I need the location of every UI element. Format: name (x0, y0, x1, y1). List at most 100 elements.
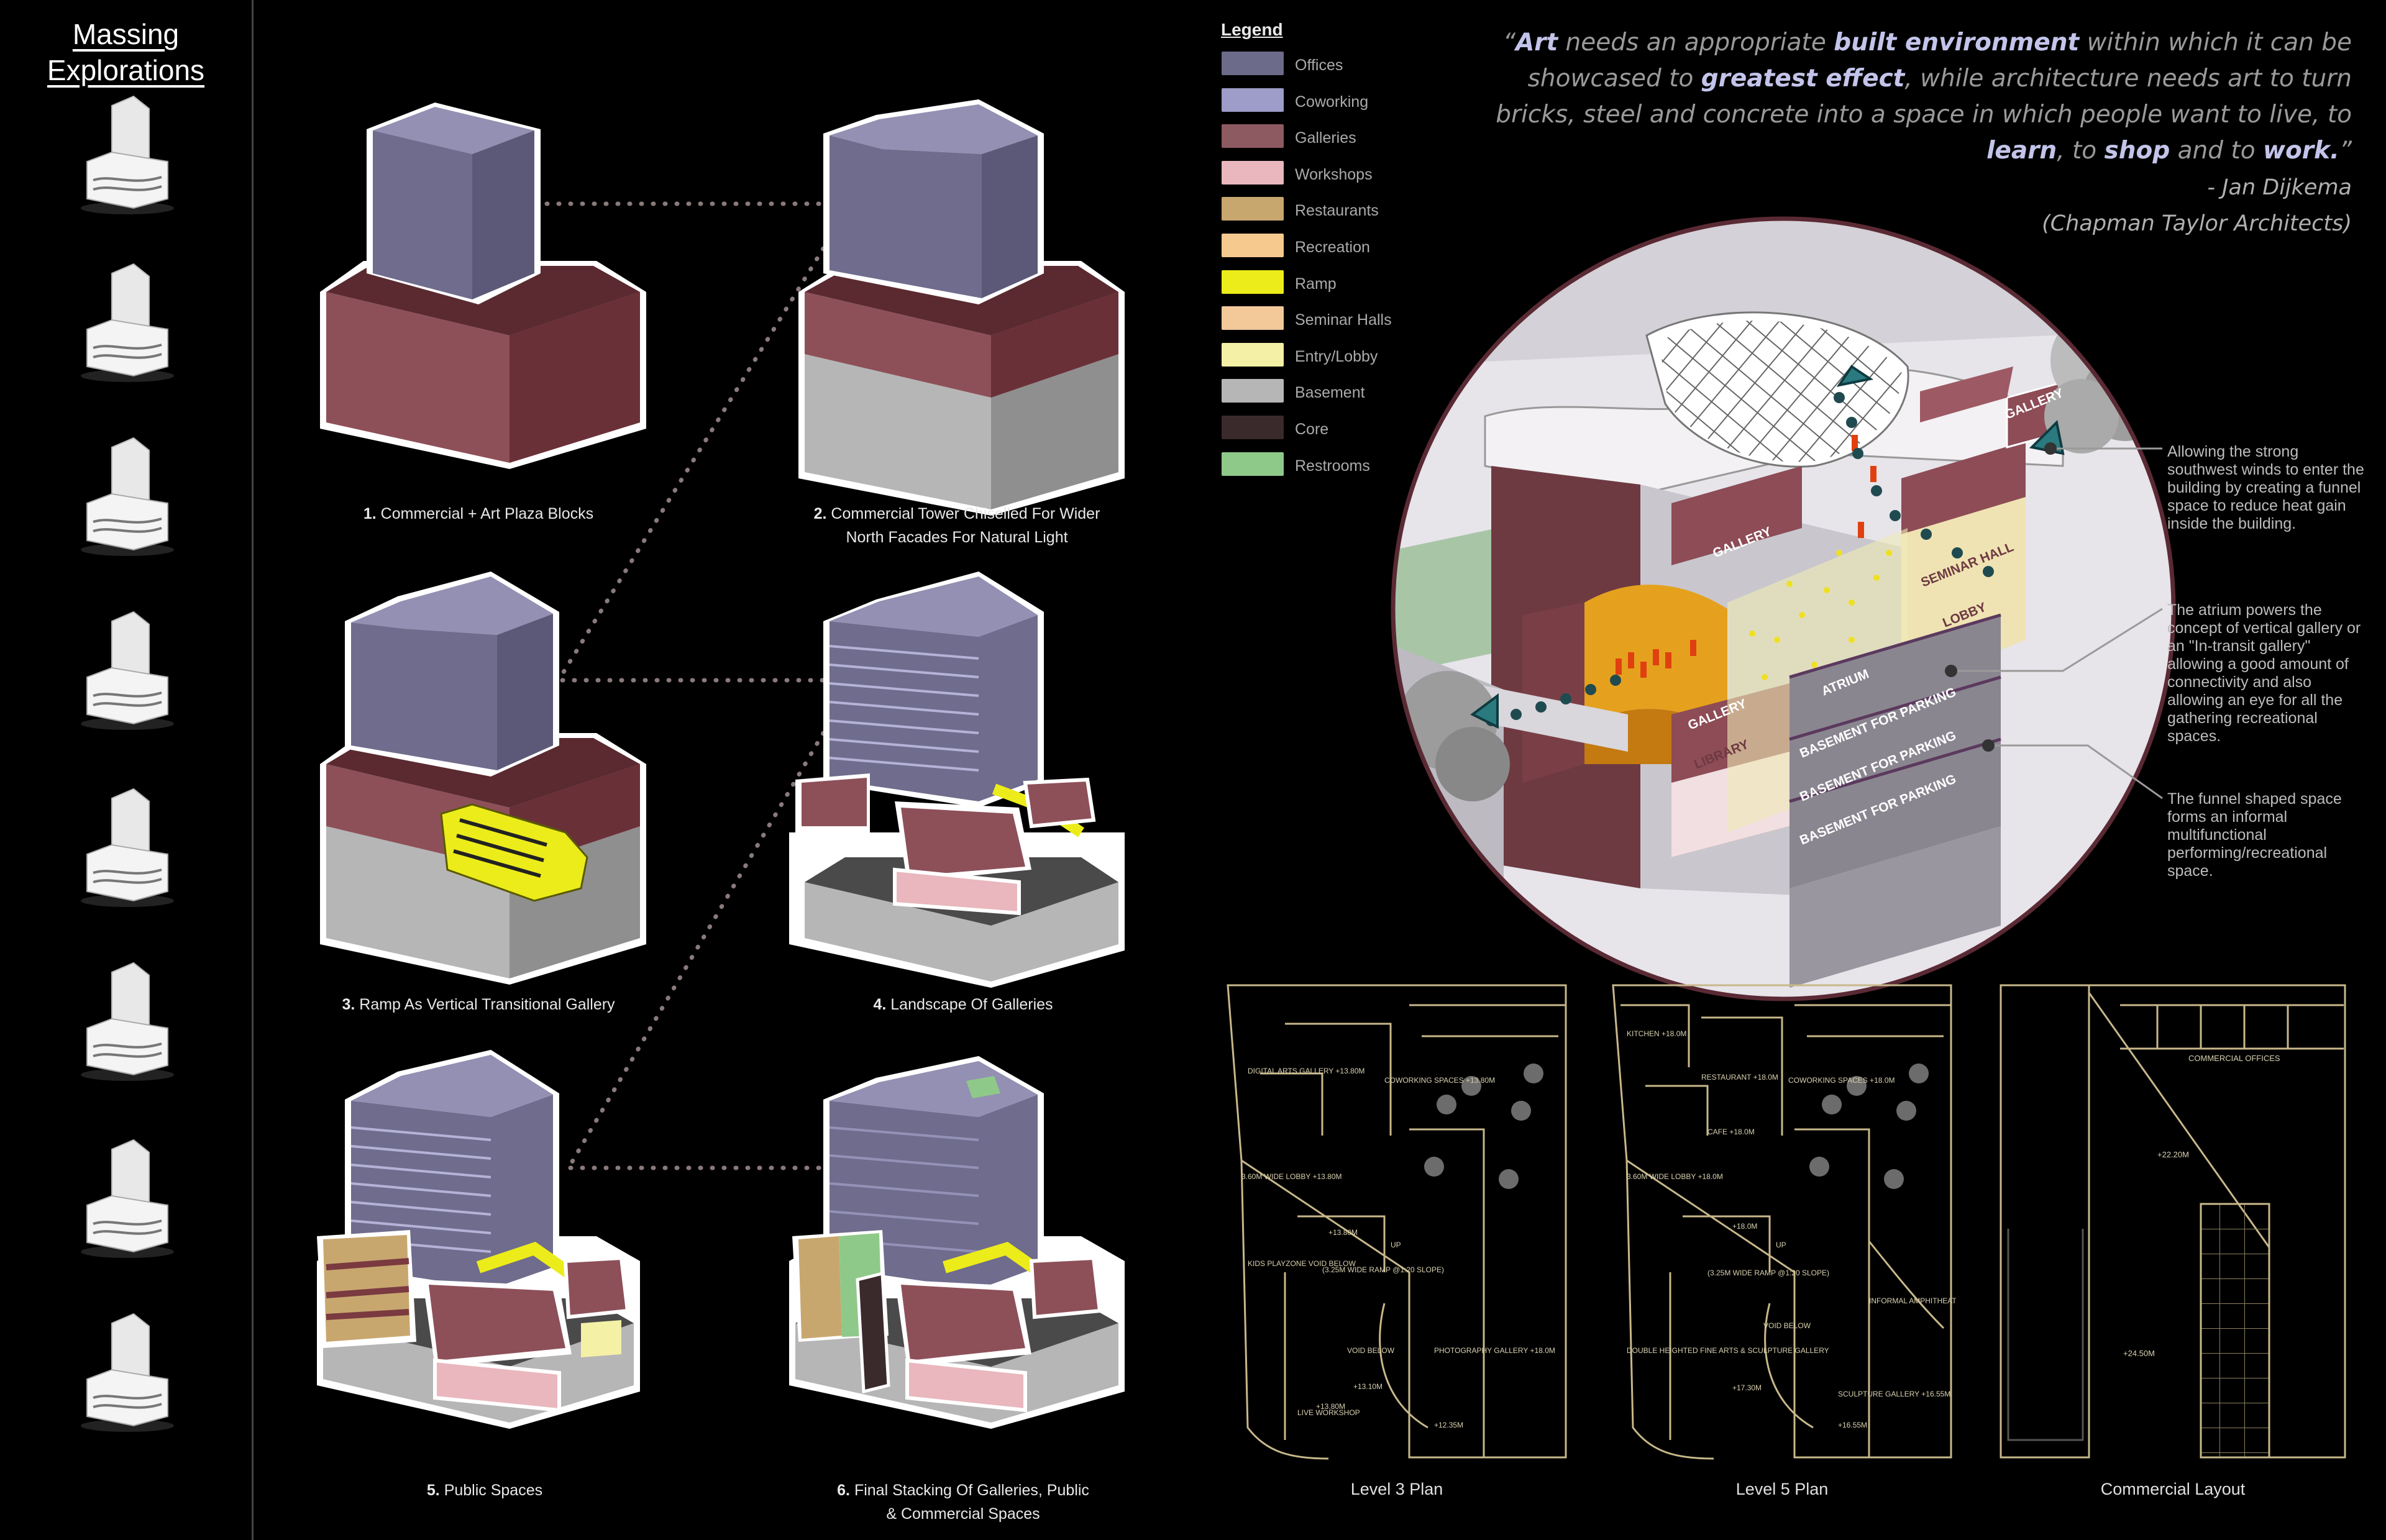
commercial-layout-caption: Commercial Layout (2100, 1480, 2246, 1498)
diagram-2-chiselled-tower (798, 99, 1125, 516)
floor-lines (829, 645, 979, 772)
legend-swatch (1222, 88, 1284, 112)
room-label: +18.0M (1732, 1222, 1757, 1231)
massing-title-line1: Massing (72, 18, 180, 50)
dotted-connectors (544, 201, 826, 1170)
plan-room-labels: KITCHEN +18.0M RESTAURANT +18.0M COWORKI… (1627, 1029, 1956, 1429)
room-label: COMMERCIAL OFFICES (2188, 1054, 2280, 1063)
quote-highlight-art: Art (1515, 29, 1558, 57)
room-label: DIGITAL ARTS GALLERY +13.80M (1248, 1067, 1364, 1075)
diagram-1-plaza-blocks (320, 103, 646, 469)
legend-label: Restrooms (1295, 457, 1370, 475)
legend-label: Ramp (1295, 275, 1337, 293)
room-label: PHOTOGRAPHY GALLERY +18.0M (1434, 1346, 1555, 1355)
quote-segment: , while architecture needs art to turn b… (1496, 65, 2352, 129)
annotation-atrium: The atrium powers the concept of vertica… (2167, 601, 2361, 745)
room-label: VOID BELOW (1763, 1321, 1811, 1330)
massing-model-thumbnail (75, 261, 180, 385)
diagram-2-caption-line1: Commercial Tower Chiselled For Wider (831, 505, 1100, 522)
legend-label: Core (1295, 421, 1329, 438)
room-label: SCULPTURE GALLERY +16.55M (1838, 1390, 1950, 1398)
atrium-section-circle: GALLERY GALLERY GALLERY LIBRARY ATRIUM S… (1391, 216, 2176, 1001)
legend-label: Seminar Halls (1295, 311, 1392, 329)
diagram-4-caption-text: Landscape Of Galleries (890, 996, 1053, 1013)
plan-room-labels: COMMERCIAL OFFICES +22.20M +24.50M (2123, 1054, 2280, 1358)
room-label: RESTAURANT +18.0M (1701, 1073, 1778, 1082)
legend-label: Entry/Lobby (1295, 347, 1378, 365)
quote-organisation: (Chapman Taylor Architects) (2042, 211, 2352, 236)
legend-label: Offices (1295, 57, 1343, 74)
diagram-3-caption: 3. Ramp As Vertical Transitional Gallery (298, 993, 659, 1016)
room-label: KITCHEN +18.0M (1627, 1029, 1686, 1038)
room-label: +13.10M (1353, 1382, 1383, 1391)
legend-label: Recreation (1295, 239, 1370, 256)
quote-close-mark: ” (2339, 137, 2352, 165)
wind-arrow-icon (1470, 693, 1499, 729)
massing-model-thumbnail (75, 609, 180, 733)
commercial-layout-plan: COMMERCIAL OFFICES +22.20M +24.50M (2000, 984, 2346, 1459)
massing-model-thumbnail (75, 960, 180, 1084)
room-label: CAFE +18.0M (1707, 1128, 1755, 1136)
legend-swatch (1222, 306, 1284, 330)
room-label: +12.35M (1434, 1421, 1463, 1429)
diagram-3-caption-text: Ramp As Vertical Transitional Gallery (359, 996, 615, 1013)
quote-highlight-built-environment: built environment (1834, 29, 2080, 57)
diagram-4-caption: 4. Landscape Of Galleries (808, 993, 1118, 1016)
diagram-3-number: 3. (342, 996, 355, 1013)
plan-room-labels: DIGITAL ARTS GALLERY +13.80M COWORKING S… (1241, 1067, 1555, 1429)
room-label: UP (1391, 1241, 1401, 1249)
quote-author: - Jan Dijkema (2207, 175, 2352, 200)
legend-label: Workshops (1295, 165, 1373, 183)
room-label: 3.60M WIDE LOBBY +18.0M (1627, 1172, 1723, 1181)
room-label: 3.60M WIDE LOBBY +13.80M (1241, 1172, 1342, 1181)
legend-label: Coworking (1295, 93, 1369, 111)
massing-diagram-grid (317, 99, 1125, 1429)
diagram-5-public-spaces (317, 1050, 640, 1429)
diagram-6-caption: 6. Final Stacking Of Galleries, Public &… (789, 1478, 1137, 1526)
level-5-plan-caption: Level 5 Plan (1735, 1480, 1829, 1498)
room-label: +24.50M (2123, 1349, 2155, 1358)
quote-text: “Art needs an appropriate built environm… (1491, 25, 2352, 169)
legend-swatch (1222, 160, 1284, 185)
diagram-2-number: 2. (813, 505, 827, 522)
room-label: +13.80M (1316, 1402, 1345, 1411)
massing-model-thumbnail (75, 93, 180, 217)
diagram-4-number: 4. (873, 996, 887, 1013)
wind-particles (1749, 550, 1892, 680)
massing-column (0, 0, 254, 1540)
diagram-6-number: 6. (837, 1482, 850, 1499)
diagram-6-caption-line1: Final Stacking Of Galleries, Public (854, 1482, 1089, 1499)
legend-swatch (1222, 379, 1284, 403)
room-label: +16.55M (1838, 1421, 1867, 1429)
room-label: +17.30M (1732, 1383, 1762, 1392)
level-3-plan: DIGITAL ARTS GALLERY +13.80M COWORKING S… (1227, 984, 1567, 1460)
quote-segment: within which it can be showcased to (1527, 29, 2352, 93)
massing-model-thumbnail (75, 786, 180, 910)
diagram-1-caption-text: Commercial + Art Plaza Blocks (380, 505, 594, 522)
legend-label: Galleries (1295, 129, 1356, 147)
people-figures (1616, 435, 1876, 678)
massing-title: Massing Explorations (0, 16, 252, 88)
room-label: INFORMAL AMPHITHEATRE (1869, 1296, 1956, 1305)
room-label: (3.25M WIDE RAMP @1:20 SLOPE) (1322, 1265, 1444, 1274)
quote-segment: and to (2170, 137, 2263, 165)
room-label: VOID BELOW (1347, 1346, 1395, 1355)
quote-open-mark: “ (1502, 29, 1516, 57)
quote-highlight-greatest-effect: greatest effect (1701, 65, 1905, 93)
floor-lines (350, 1126, 491, 1253)
diagram-5-caption-text: Public Spaces (444, 1482, 543, 1499)
room-label: +13.80M (1328, 1228, 1358, 1237)
quote-highlight-shop: shop (2104, 137, 2170, 165)
room-label: (3.25M WIDE RAMP @1:20 SLOPE) (1707, 1269, 1829, 1277)
legend-title: Legend (1221, 20, 1283, 39)
quote-highlight-work: work. (2262, 137, 2339, 165)
legend-swatch (1222, 52, 1284, 75)
level-3-plan-caption: Level 3 Plan (1350, 1480, 1443, 1498)
diagram-4-landscape-galleries (789, 572, 1125, 988)
room-label: +22.20M (2157, 1150, 2189, 1159)
annotation-wind-funnel: Allowing the strong southwest winds to e… (2167, 443, 2364, 532)
legend-swatch (1222, 197, 1284, 221)
legend-swatch (1222, 452, 1284, 476)
legend-swatch (1222, 234, 1284, 257)
diagram-5-caption: 5. Public Spaces (360, 1478, 609, 1502)
